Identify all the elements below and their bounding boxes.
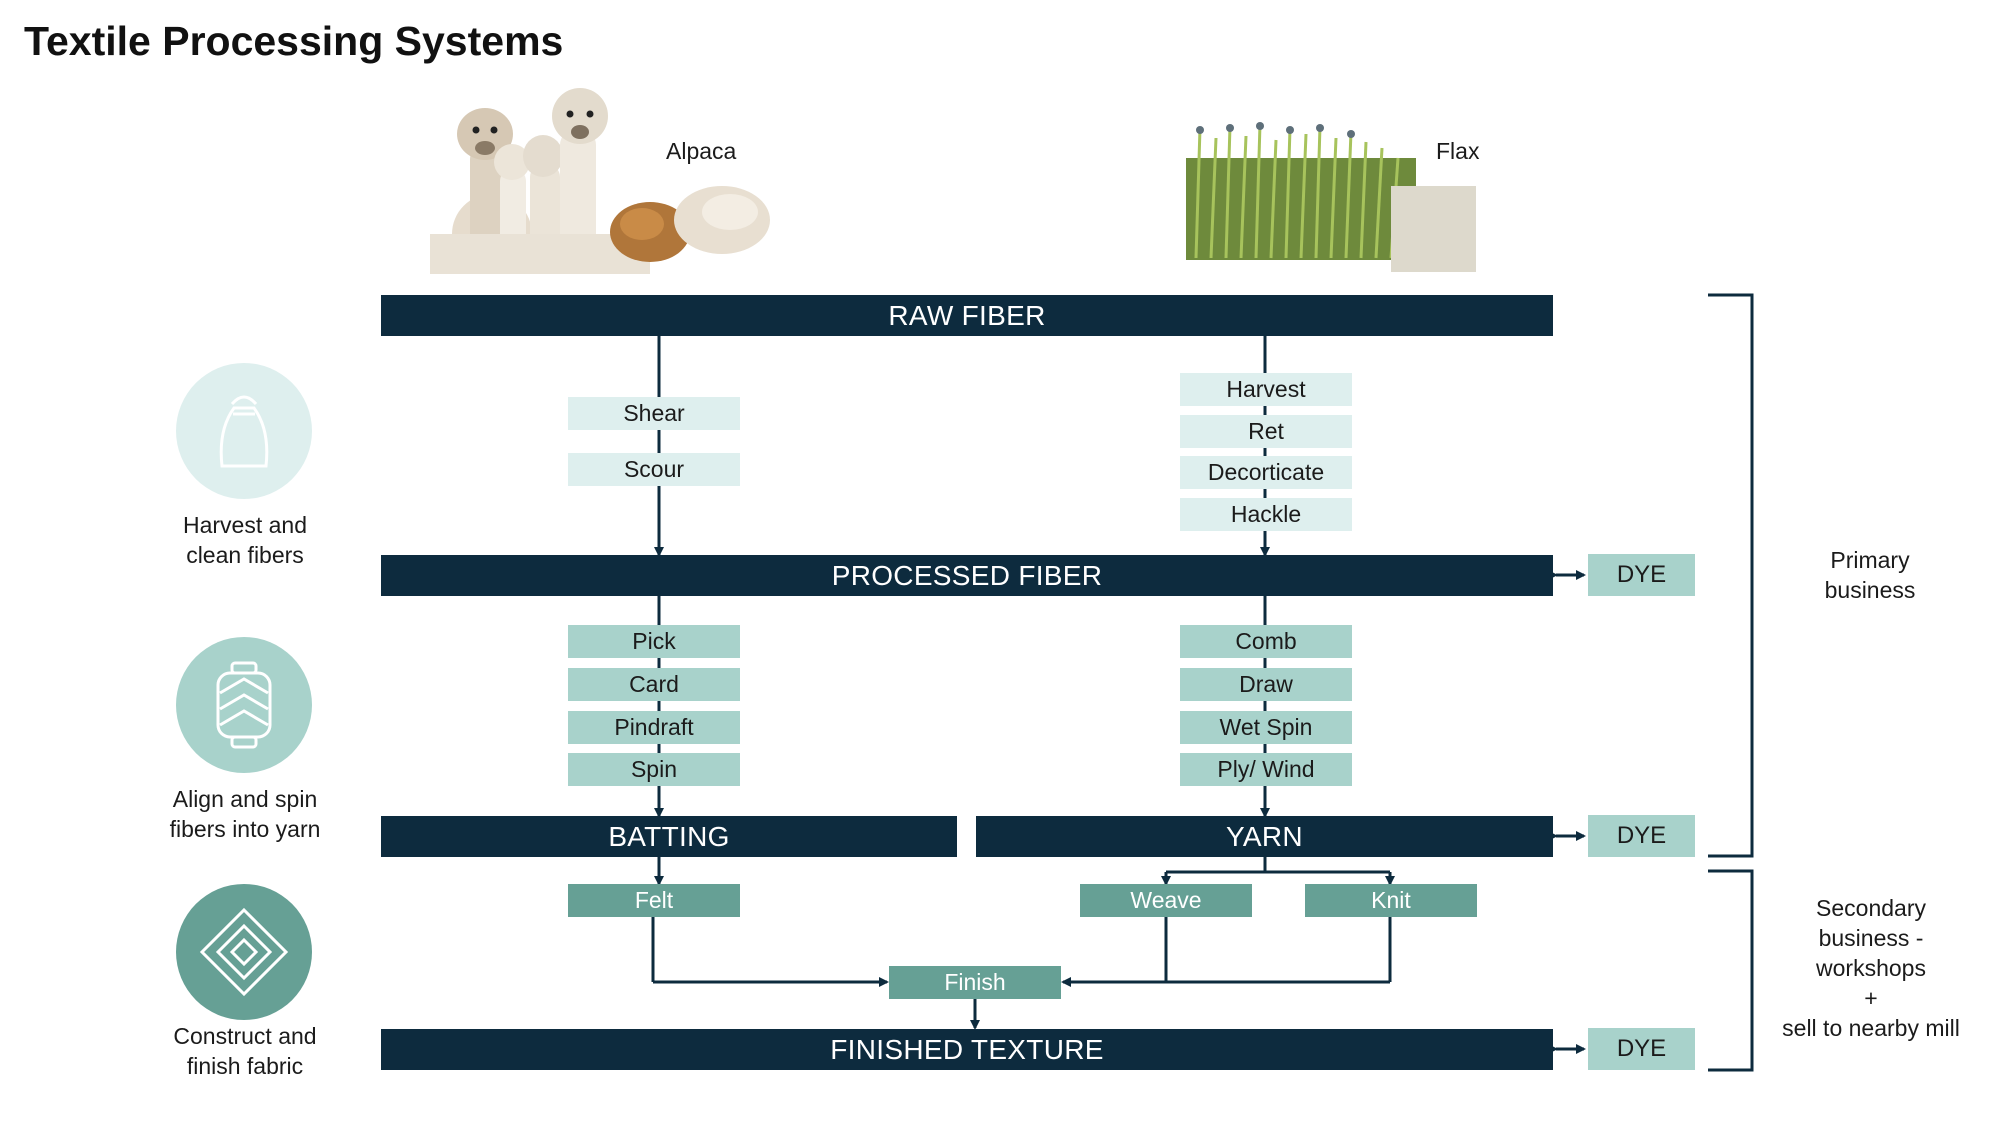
primary-business-line2: business xyxy=(1824,577,1916,603)
primary-business-label: Primary business xyxy=(1770,545,1970,605)
step-card: Card xyxy=(568,668,740,701)
yarn-bar: YARN xyxy=(976,816,1553,857)
dye-yarn: DYE xyxy=(1588,815,1695,857)
step-hackle: Hackle xyxy=(1180,498,1352,531)
step-draw: Draw xyxy=(1180,668,1352,701)
stage-2-circle xyxy=(176,637,312,773)
secondary-business-line3: workshops xyxy=(1816,955,1926,981)
step-knit: Knit xyxy=(1305,884,1477,917)
secondary-business-line5: sell to nearby mill xyxy=(1782,1015,1960,1041)
stage-2-caption-line1: Align and spin xyxy=(172,786,318,812)
step-weave: Weave xyxy=(1080,884,1252,917)
secondary-business-line2: business - xyxy=(1818,925,1924,951)
stage-3-caption-line2: finish fabric xyxy=(186,1053,304,1079)
yarn-spool-icon xyxy=(216,661,272,749)
batting-bar: BATTING xyxy=(381,816,957,857)
step-finish: Finish xyxy=(889,966,1061,999)
secondary-business-line4: + xyxy=(1864,985,1878,1011)
stage-2-caption: Align and spin fibers into yarn xyxy=(135,784,355,844)
step-decorticate: Decorticate xyxy=(1180,456,1352,489)
stage-2-caption-line2: fibers into yarn xyxy=(169,816,321,842)
stage-1-caption-line1: Harvest and xyxy=(182,512,307,538)
step-ply-wind: Ply/ Wind xyxy=(1180,753,1352,786)
stage-3-caption-line1: Construct and xyxy=(173,1023,317,1049)
stage-3-caption: Construct and finish fabric xyxy=(135,1021,355,1081)
finished-texture-bar: FINISHED TEXTURE xyxy=(381,1029,1553,1070)
stage-3-circle xyxy=(176,884,312,1020)
processed-fiber-bar: PROCESSED FIBER xyxy=(381,555,1553,596)
stage-1-caption-line2: clean fibers xyxy=(186,542,304,568)
step-pick: Pick xyxy=(568,625,740,658)
dye-finished-texture: DYE xyxy=(1588,1028,1695,1070)
sack-icon xyxy=(219,395,269,468)
step-shear: Shear xyxy=(568,397,740,430)
step-pindraft: Pindraft xyxy=(568,711,740,744)
raw-fiber-bar: RAW FIBER xyxy=(381,295,1553,336)
step-harvest: Harvest xyxy=(1180,373,1352,406)
secondary-business-line1: Secondary xyxy=(1816,895,1926,921)
flax-photo xyxy=(1186,118,1523,274)
alpaca-photo xyxy=(430,84,775,274)
stage-1-circle xyxy=(176,363,312,499)
page-title: Textile Processing Systems xyxy=(24,18,564,64)
woven-diamond-icon xyxy=(199,907,289,997)
flax-label: Flax xyxy=(1436,138,1480,164)
alpaca-label: Alpaca xyxy=(666,138,737,164)
step-ret: Ret xyxy=(1180,415,1352,448)
step-felt: Felt xyxy=(568,884,740,917)
dye-processed-fiber: DYE xyxy=(1588,554,1695,596)
step-scour: Scour xyxy=(568,453,740,486)
primary-business-line1: Primary xyxy=(1830,547,1910,573)
step-spin: Spin xyxy=(568,753,740,786)
stage-1-caption: Harvest and clean fibers xyxy=(135,510,355,570)
secondary-business-label: Secondary business - workshops + sell to… xyxy=(1758,893,1984,1043)
step-wet-spin: Wet Spin xyxy=(1180,711,1352,744)
step-comb: Comb xyxy=(1180,625,1352,658)
